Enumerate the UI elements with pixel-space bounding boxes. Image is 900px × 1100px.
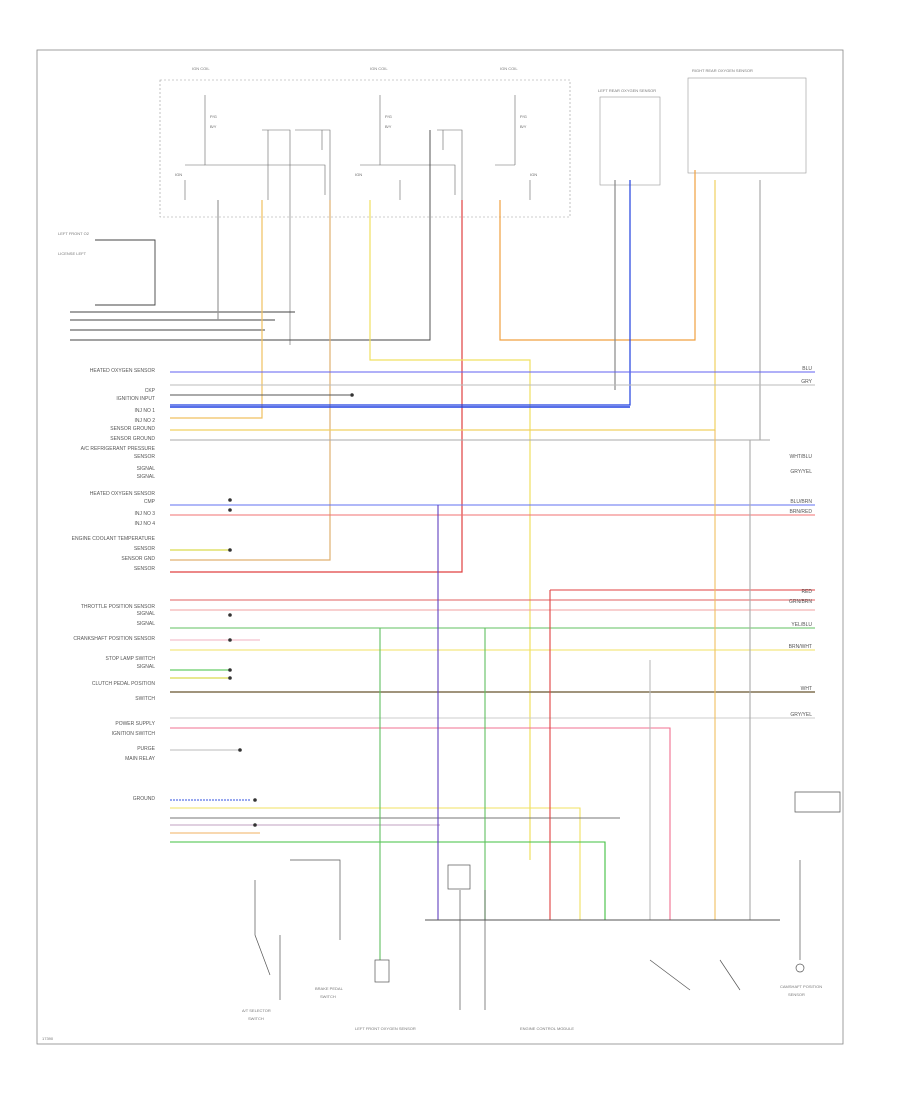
pcm-left-label: IGNITION SWITCH: [112, 731, 156, 737]
bottom-label-at-selector: A/T SELECTOR: [242, 1008, 271, 1013]
pcm-left-label: SENSOR GND: [121, 556, 155, 562]
pcm-right-labels: BLU GRY WHT/BLU GRY/YEL BLU/BRN BRN/RED RED GRN…: [789, 366, 813, 718]
svg-text:IGN: IGN: [355, 172, 362, 177]
pcm-left-label: SIGNAL: [137, 664, 156, 670]
svg-text:IGN: IGN: [175, 172, 182, 177]
bottom-components: [254, 791, 841, 1010]
pcm-right-label: BLU: [802, 366, 812, 372]
svg-text:P/G: P/G: [210, 114, 217, 119]
pcm-right-label: BLU/BRN: [790, 499, 812, 505]
pcm-left-label: ENGINE COOLANT TEMPERATURE: [72, 536, 156, 542]
pcm-right-label: GRY: [801, 379, 812, 385]
left-rear-oxygen-sensor-box: [599, 96, 661, 186]
bottom-label-brake-pedal: BRAKE PEDAL: [315, 986, 344, 991]
pcm-left-label: INJ NO 2: [134, 418, 155, 424]
pcm-left-label: SWITCH: [135, 696, 155, 702]
pcm-left-label: SENSOR: [134, 454, 156, 460]
pcm-left-label: CMP: [144, 499, 156, 505]
pcm-left-label: A/C REFRIGERANT PRESSURE: [81, 446, 156, 452]
pcm-left-label: SIGNAL: [137, 621, 156, 627]
pcm-left-label: SIGNAL: [137, 611, 156, 617]
pcm-left-label: INJ NO 3: [134, 511, 155, 517]
left-connector-lines: [70, 130, 431, 341]
footer-code: 17390: [42, 1036, 54, 1041]
pcm-left-label: SENSOR: [134, 546, 156, 552]
pcm-right-label: YEL/BLU: [791, 622, 812, 628]
svg-text:IGN: IGN: [530, 172, 537, 177]
pcm-left-label: POWER SUPPLY: [115, 721, 155, 727]
pcm-left-labels: HEATED OXYGEN SENSOR CKP IGNITION INPUT INJ…: [72, 368, 156, 802]
pcm-left-label: GROUND: [133, 796, 156, 802]
pcm-left-label: HEATED OXYGEN SENSOR: [90, 368, 156, 374]
pcm-left-label: PURGE: [137, 746, 155, 752]
ignition-coil-box: [159, 79, 571, 218]
pcm-left-label: INJ NO 4: [134, 521, 155, 527]
pcm-left-label: SIGNAL: [137, 474, 156, 480]
svg-text:P/G: P/G: [520, 114, 527, 119]
connector-arrows: [228, 393, 354, 827]
pcm-left-label: INJ NO 1: [134, 408, 155, 414]
svg-text:B/Y: B/Y: [385, 124, 392, 129]
diagram-frame: [36, 49, 844, 1045]
pcm-right-label: GRY/YEL: [790, 712, 812, 718]
bottom-label-sensor: SENSOR: [788, 992, 805, 997]
pcm-left-label: STOP LAMP SWITCH: [106, 656, 156, 662]
pcm-left-label: CLUTCH PEDAL POSITION: [92, 681, 156, 687]
pcm-right-label: WHT: [801, 686, 812, 692]
pcm-left-label: SIGNAL: [137, 466, 156, 472]
pcm-right-label: GRN/BRN: [789, 599, 812, 605]
coil-internals: [184, 95, 531, 345]
top-label-right-rear-o2: RIGHT REAR OXYGEN SENSOR: [692, 68, 753, 73]
bottom-label-camshaft: CAMSHAFT POSITION: [780, 984, 822, 989]
pcm-module-label: ENGINE CONTROL MODULE: [520, 1026, 574, 1031]
svg-text:B/Y: B/Y: [210, 124, 217, 129]
pcm-right-label: BRN/WHT: [789, 644, 812, 650]
left-top-label-2: LICENSE LEFT: [58, 251, 87, 256]
right-rear-oxygen-sensor-box: [687, 77, 807, 174]
left-top-label: LEFT FRONT O2: [58, 231, 90, 236]
pcm-left-label: HEATED OXYGEN SENSOR: [90, 491, 156, 497]
pcm-right-label: BRN/RED: [789, 509, 812, 515]
bottom-label-switch-1: SWITCH: [248, 1016, 264, 1021]
top-label-coil-1: IGN COIL: [192, 66, 210, 71]
pcm-left-label: CKP: [145, 388, 156, 394]
pcm-left-label: IGNITION INPUT: [116, 396, 155, 402]
pcm-left-label: SENSOR GROUND: [110, 436, 155, 442]
pcm-left-label: SENSOR: [134, 566, 156, 572]
pcm-left-label: CRANKSHAFT POSITION SENSOR: [73, 636, 155, 642]
pcm-right-label: RED: [801, 589, 812, 595]
pcm-left-label: THROTTLE POSITION SENSOR: [81, 604, 156, 610]
bottom-label-left-front-o2: LEFT FRONT OXYGEN SENSOR: [355, 1026, 416, 1031]
bottom-label-switch-2: SWITCH: [320, 994, 336, 999]
pcm-right-label: GRY/YEL: [790, 469, 812, 475]
svg-text:P/G: P/G: [385, 114, 392, 119]
pcm-right-label: WHT/BLU: [790, 454, 813, 460]
pcm-left-label: SENSOR GROUND: [110, 426, 155, 432]
top-label-left-rear-o2: LEFT REAR OXYGEN SENSOR: [598, 88, 656, 93]
top-label-coil-3: IGN COIL: [500, 66, 518, 71]
svg-text:B/Y: B/Y: [520, 124, 527, 129]
bottom-vertical-wires: [379, 430, 815, 960]
pcm-left-label: MAIN RELAY: [125, 756, 156, 762]
top-label-coil-2: IGN COIL: [370, 66, 388, 71]
coil-pins: P/G B/Y P/G B/Y P/G B/Y IGN IGN IGN: [175, 114, 537, 177]
horizontal-wires: [170, 371, 815, 920]
